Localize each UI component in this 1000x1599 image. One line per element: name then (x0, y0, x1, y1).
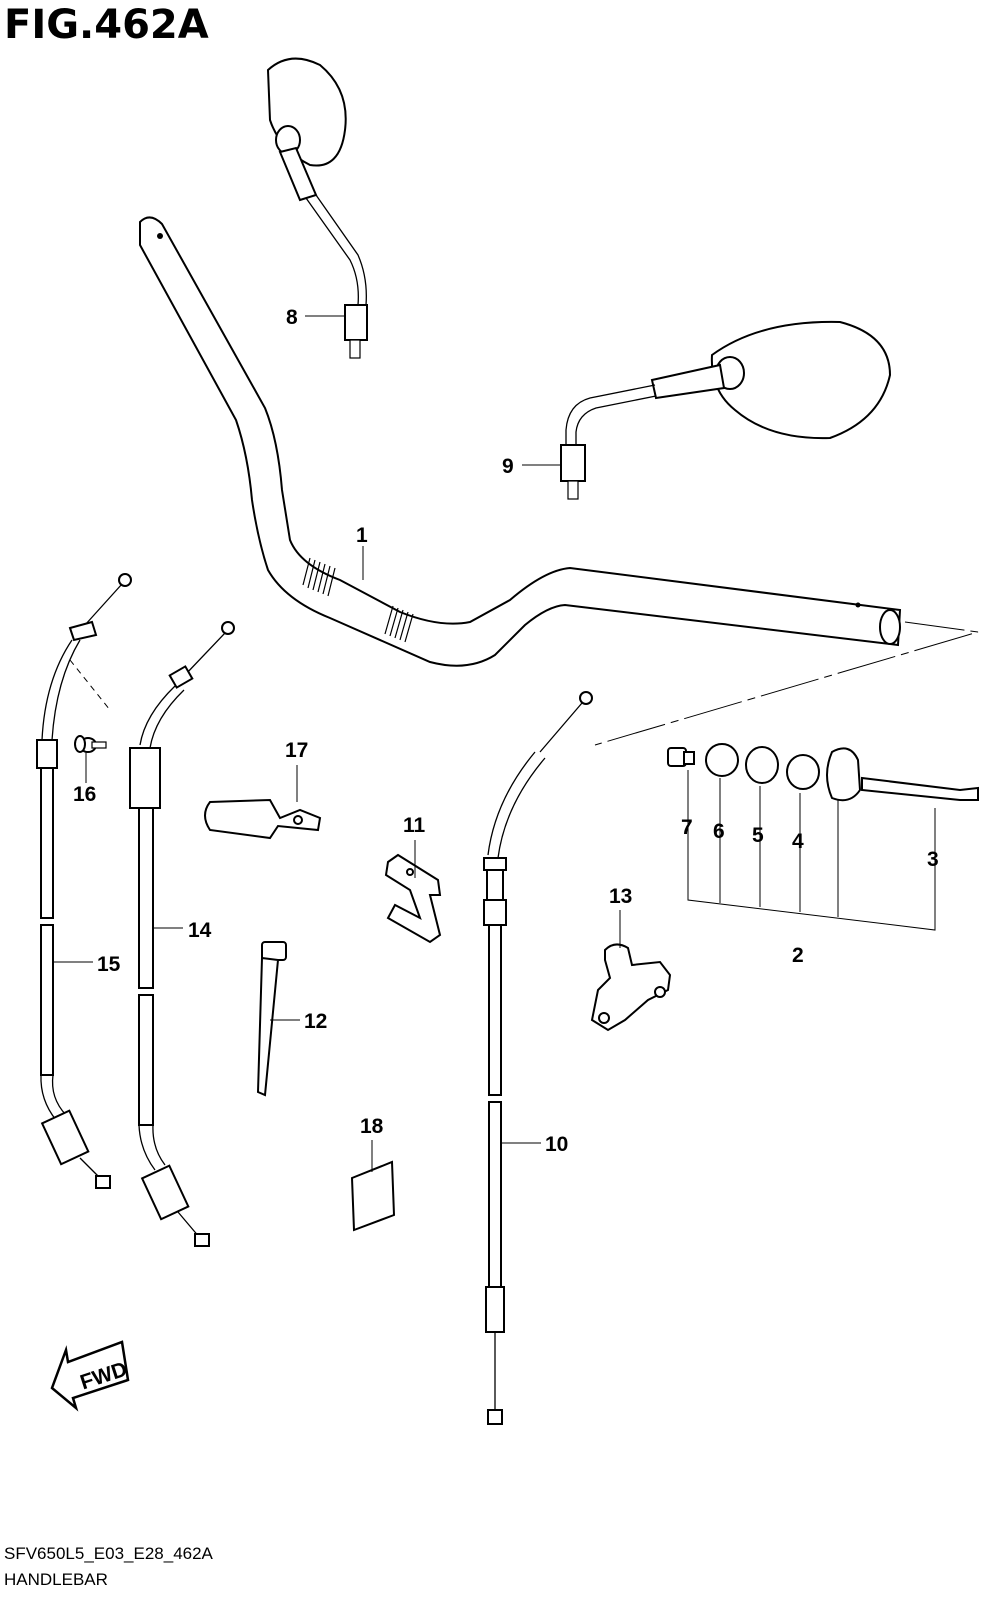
callout-1: 1 (356, 524, 368, 547)
right-mirror (560, 320, 892, 500)
holder-13 (590, 943, 672, 1032)
callout-12: 12 (304, 1010, 327, 1033)
clutch-cable-10 (483, 691, 593, 1425)
fwd-arrow: FWD (50, 1340, 130, 1412)
callout-3: 3 (927, 848, 939, 871)
callout-16: 16 (73, 783, 96, 806)
throttle-cable-15 (36, 573, 132, 1189)
callout-labels: 1 2 3 4 5 6 7 8 9 10 11 12 13 14 15 16 1… (73, 306, 939, 1156)
callout-9: 9 (502, 455, 514, 478)
callout-11: 11 (403, 814, 426, 837)
callout-8: 8 (286, 306, 298, 329)
left-mirror (266, 57, 368, 359)
diagram-name: HANDLEBAR (4, 1570, 108, 1589)
callout-5: 5 (752, 824, 764, 847)
callout-18: 18 (360, 1115, 384, 1138)
bar-end-parts (594, 621, 979, 931)
cable-tie-12 (256, 941, 287, 1097)
callout-10: 10 (545, 1133, 568, 1156)
callout-14: 14 (188, 919, 212, 942)
screw-16 (74, 735, 86, 753)
bracket-11 (384, 853, 442, 944)
callout-7: 7 (681, 816, 693, 839)
callout-6: 6 (713, 820, 725, 843)
handlebar (139, 216, 902, 667)
label-sticker-18 (350, 1160, 396, 1232)
callout-2: 2 (792, 944, 804, 967)
callout-13: 13 (609, 885, 632, 908)
clamp-17 (204, 798, 322, 840)
figure-title: FIG.462A (4, 2, 209, 48)
callout-17: 17 (285, 739, 308, 762)
diagram-code: SFV650L5_E03_E28_462A (4, 1544, 213, 1563)
callout-4: 4 (792, 830, 804, 853)
callout-15: 15 (97, 953, 121, 976)
leader-lines (53, 315, 621, 1172)
throttle-cable-14 (129, 621, 235, 1247)
